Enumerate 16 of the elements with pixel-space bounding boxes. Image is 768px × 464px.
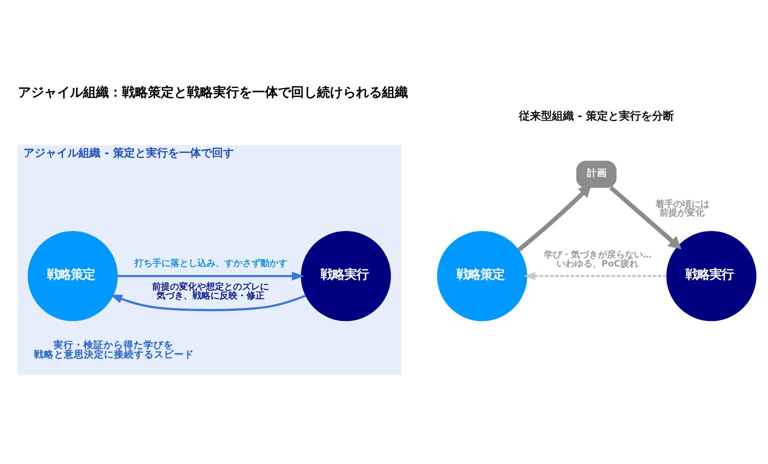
label: 従来型組織 - 策定と実行を分断 [518, 109, 674, 122]
node-box: 計画 [576, 160, 617, 188]
arrow [118, 272, 304, 280]
edge-label: 打ち手に落とし込み、すかさず動かす [134, 258, 288, 269]
node-circle: 戦略策定 [437, 231, 528, 322]
node-circle: 戦略実行 [300, 231, 391, 322]
label: 実行・検証から得た学びを戦略と意思決定に接続するスピード [34, 340, 194, 361]
arrow [609, 186, 682, 250]
node-circle: 戦略策定 [28, 231, 118, 322]
arrow [517, 184, 592, 252]
diagram-title: アジャイル組織：戦略策定と戦略実行を一体で回し続けられる組織 [18, 86, 408, 101]
edge-label: 着手の頃には前提が変化 [655, 200, 710, 219]
edge-label: 学び・気づきが戻らない…いわゆる、PoC疲れ [544, 250, 652, 270]
edge-label: 前提の変化や想定とのズレに気づき、戦略に反映・修正 [152, 282, 270, 302]
arrow [524, 272, 667, 280]
arrow [110, 294, 306, 312]
